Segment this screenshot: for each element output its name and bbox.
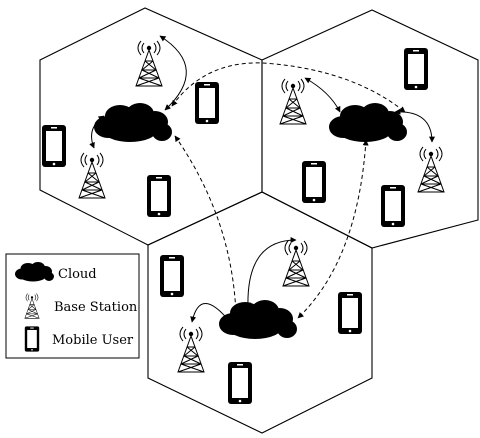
link-tr-cloud-tower-top xyxy=(304,77,341,113)
legend-label-cloud: Cloud xyxy=(58,267,97,282)
inter-cloud-links xyxy=(171,62,406,319)
legend: Cloud Base Station Mobile User xyxy=(5,253,140,359)
cell-bottom xyxy=(147,191,373,434)
legend-item-base-station: Base Station xyxy=(24,293,138,319)
dashed-link-topright-bottom xyxy=(297,139,369,319)
base-station-icon xyxy=(282,240,310,287)
base-station-icon xyxy=(135,40,163,87)
legend-item-mobile-user: Mobile User xyxy=(24,326,134,352)
dashed-link-topleft-topright xyxy=(171,62,406,113)
base-station-icon xyxy=(279,78,307,125)
cloud-icon xyxy=(219,300,297,339)
mobile-phone-icon xyxy=(24,326,40,352)
link-tl-cloud-tower-top xyxy=(159,35,187,111)
mobile-phone-icon xyxy=(302,161,326,203)
mobile-phone-icon xyxy=(381,185,405,227)
dashed-link-topleft-bottom xyxy=(174,135,239,315)
link-tr-cloud-tower-right xyxy=(394,108,435,143)
mobile-phone-icon xyxy=(338,292,362,334)
mobile-phone-icon xyxy=(195,82,219,124)
mobile-phone-icon xyxy=(42,125,66,167)
mobile-phone-icon xyxy=(404,48,428,90)
legend-label-mobile-user: Mobile User xyxy=(52,333,134,348)
legend-label-base-station: Base Station xyxy=(54,300,138,315)
mobile-phone-icon xyxy=(160,255,184,297)
mobile-phone-icon xyxy=(147,175,171,217)
cloud-icon xyxy=(94,103,172,142)
base-station-icon xyxy=(177,326,205,373)
base-station-icon xyxy=(78,152,106,199)
mobile-phone-icon xyxy=(228,362,252,404)
cells xyxy=(39,7,479,434)
legend-item-cloud: Cloud xyxy=(15,262,97,282)
cloud-icon xyxy=(329,103,407,142)
link-b-cloud-tower-top xyxy=(244,237,297,309)
base-station-icon xyxy=(417,146,445,193)
